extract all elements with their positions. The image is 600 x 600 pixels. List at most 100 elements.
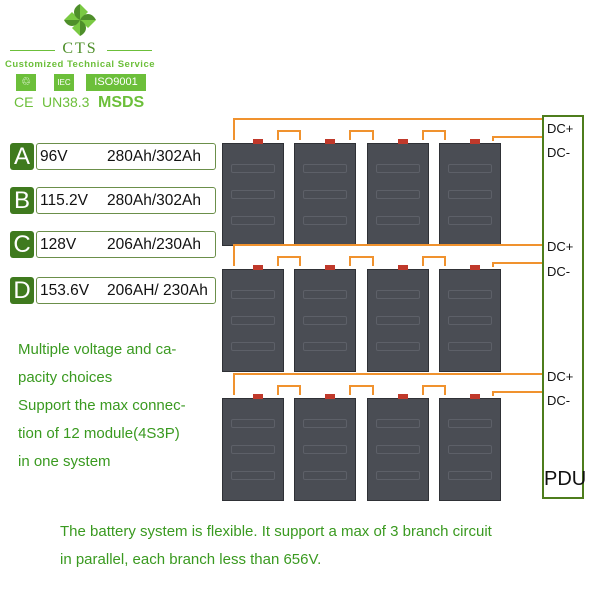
capacity: 206AH/ 230Ah bbox=[107, 282, 208, 299]
cable bbox=[492, 262, 542, 264]
option-letter: C bbox=[10, 231, 34, 258]
ce-cert: CE bbox=[14, 94, 34, 110]
module-vent bbox=[303, 216, 347, 225]
module-vent bbox=[448, 290, 492, 299]
module-vent bbox=[376, 290, 420, 299]
capacity: 206Ah/230Ah bbox=[107, 236, 201, 253]
pdu-box bbox=[542, 115, 584, 499]
pdu-label: PDU bbox=[544, 468, 587, 490]
dc-plus-terminal: DC+ bbox=[547, 121, 574, 136]
cable bbox=[277, 385, 299, 387]
description-line: tion of 12 module(4S3P) bbox=[18, 425, 180, 442]
terminal-icon bbox=[253, 265, 263, 270]
cable bbox=[299, 130, 301, 140]
divider bbox=[107, 50, 152, 51]
module-vent bbox=[376, 190, 420, 199]
battery-module bbox=[439, 139, 501, 246]
module-vent bbox=[448, 342, 492, 351]
logo-leaf-icon bbox=[64, 4, 96, 36]
dc-minus-terminal: DC- bbox=[547, 264, 571, 279]
terminal-icon bbox=[325, 139, 335, 144]
module-vent bbox=[376, 164, 420, 173]
terminal-icon bbox=[325, 394, 335, 399]
cable bbox=[299, 385, 301, 395]
terminal-icon bbox=[470, 265, 480, 270]
footer-line: in parallel, each branch less than 656V. bbox=[60, 551, 322, 568]
cable bbox=[349, 385, 351, 395]
module-vent bbox=[448, 316, 492, 325]
module-vent bbox=[448, 445, 492, 454]
description-line: Support the max connec- bbox=[18, 397, 186, 414]
module-vent bbox=[448, 216, 492, 225]
voltage: 115.2V bbox=[40, 192, 88, 209]
recycle-cert-icon: ♲ bbox=[16, 74, 36, 91]
footer-note: The battery system is flexible. It suppo… bbox=[60, 518, 492, 574]
cable bbox=[444, 256, 446, 266]
iso-cert: ISO9001 bbox=[86, 74, 146, 91]
cable bbox=[372, 385, 374, 395]
dc-plus-terminal: DC+ bbox=[547, 369, 574, 384]
module-vent bbox=[231, 290, 275, 299]
module-vent bbox=[376, 445, 420, 454]
cable bbox=[492, 391, 494, 396]
module-vent bbox=[303, 419, 347, 428]
module-vent bbox=[231, 164, 275, 173]
terminal-icon bbox=[398, 394, 408, 399]
module-vent bbox=[231, 342, 275, 351]
dc-minus-terminal: DC- bbox=[547, 145, 571, 160]
module-vent bbox=[231, 445, 275, 454]
battery-module bbox=[294, 265, 356, 372]
terminal-icon bbox=[398, 139, 408, 144]
msds-cert: MSDS bbox=[98, 94, 145, 111]
terminal-icon bbox=[398, 265, 408, 270]
battery-module bbox=[294, 139, 356, 246]
terminal-icon bbox=[325, 265, 335, 270]
module-vent bbox=[448, 471, 492, 480]
cable bbox=[233, 244, 235, 266]
brand-tagline: Customized Technical Service bbox=[4, 59, 156, 70]
description-line: in one system bbox=[18, 453, 111, 470]
option-letter: B bbox=[10, 187, 34, 214]
cable bbox=[349, 130, 351, 140]
cable bbox=[492, 262, 494, 267]
cable bbox=[277, 256, 279, 266]
cable bbox=[422, 130, 444, 132]
battery-module bbox=[439, 265, 501, 372]
cable bbox=[277, 385, 279, 395]
battery-module bbox=[439, 394, 501, 501]
module-vent bbox=[303, 316, 347, 325]
cable bbox=[233, 118, 235, 140]
terminal-icon bbox=[253, 139, 263, 144]
voltage: 153.6V bbox=[40, 282, 90, 299]
iec-cert: IEC bbox=[54, 74, 74, 91]
battery-module bbox=[222, 394, 284, 501]
module-vent bbox=[376, 471, 420, 480]
cable bbox=[277, 130, 279, 140]
module-vent bbox=[303, 471, 347, 480]
battery-module bbox=[222, 265, 284, 372]
cable bbox=[422, 130, 424, 140]
terminal-icon bbox=[470, 139, 480, 144]
module-vent bbox=[303, 190, 347, 199]
footer-line: The battery system is flexible. It suppo… bbox=[60, 523, 492, 540]
capacity: 280Ah/302Ah bbox=[107, 148, 201, 165]
option-letter: D bbox=[10, 277, 34, 304]
option-box: 96V 280Ah/302Ah bbox=[36, 143, 216, 170]
description: Multiple voltage and ca- pacity choices … bbox=[18, 336, 186, 476]
module-vent bbox=[448, 190, 492, 199]
voltage: 96V bbox=[40, 148, 68, 165]
un-cert: UN38.3 bbox=[42, 94, 90, 110]
module-vent bbox=[376, 216, 420, 225]
cable bbox=[492, 391, 542, 393]
cable bbox=[372, 256, 374, 266]
cable bbox=[422, 256, 444, 258]
battery-module bbox=[294, 394, 356, 501]
terminal-icon bbox=[253, 394, 263, 399]
cable bbox=[233, 373, 235, 395]
battery-module bbox=[367, 139, 429, 246]
cable bbox=[277, 256, 299, 258]
dc-minus-terminal: DC- bbox=[547, 393, 571, 408]
module-vent bbox=[448, 419, 492, 428]
